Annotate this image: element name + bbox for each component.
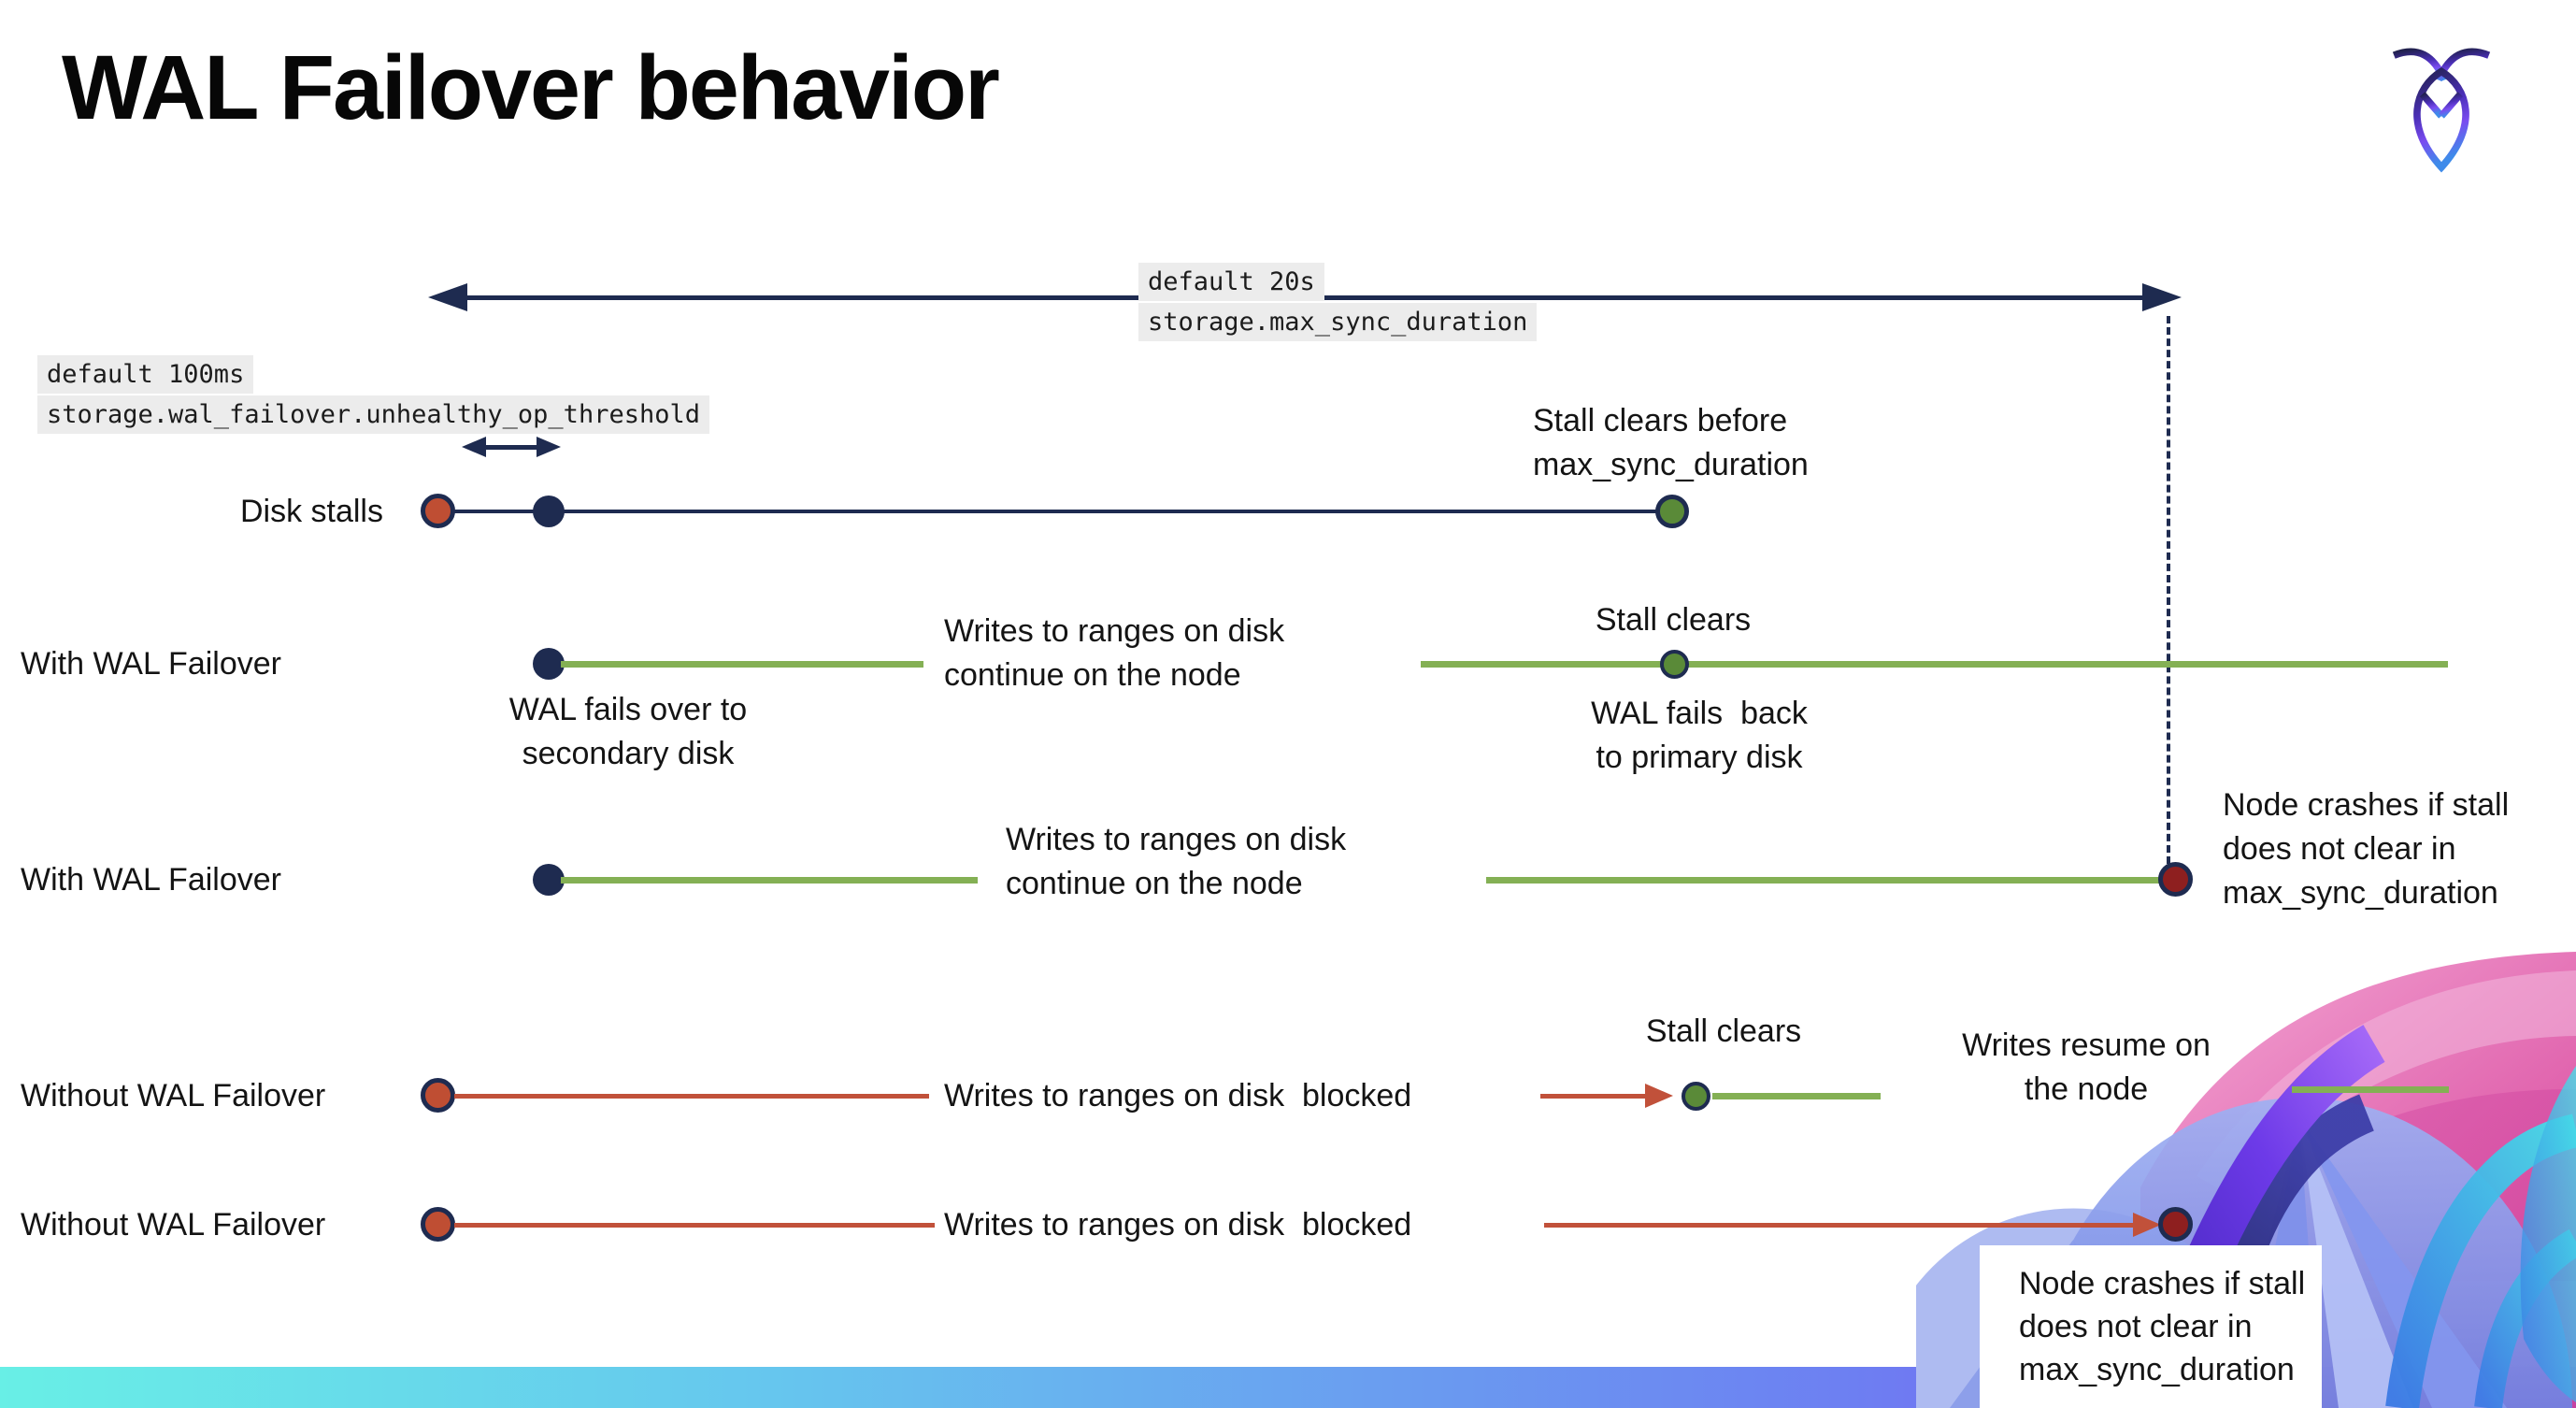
node-crash-dot-row3 [2158, 862, 2193, 897]
row-label-with-wal-failover-1: With WAL Failover [21, 646, 281, 682]
cockroach-logo-icon [2392, 48, 2491, 173]
max-sync-arrowhead-right [2142, 283, 2182, 311]
max-sync-default-label: default 20s [1138, 263, 1324, 301]
row4-stall-clears-note: Stall clears [1645, 1013, 1802, 1049]
max-sync-dashed-line [2167, 316, 2170, 864]
row5-red-line-a [454, 1223, 935, 1228]
failover-dot-row2 [533, 648, 565, 680]
row4-red-line-b [1540, 1094, 1647, 1099]
row2-green-line-b [1421, 661, 2448, 668]
row4-green-line-a [1712, 1093, 1881, 1099]
row5-red-arrowhead [2133, 1213, 2161, 1237]
row3-green-line-a [561, 877, 978, 884]
row4-blocked-note: Writes to ranges on disk blocked [944, 1078, 1412, 1113]
row4-green-line-b [2292, 1086, 2449, 1093]
stall-clears-dot-row1 [1655, 495, 1689, 528]
node-crash-dot-row5 [2158, 1207, 2193, 1242]
row-label-disk-stalls: Disk stalls [239, 494, 383, 529]
unhealthy-op-default-label: default 100ms [37, 355, 254, 394]
page-title: WAL Failover behavior [62, 36, 1000, 138]
threshold-arrowhead-left [462, 437, 486, 457]
row4-red-arrowhead [1645, 1084, 1673, 1108]
max-sync-setting-label: storage.max_sync_duration [1138, 303, 1538, 341]
stall-clears-dot-row2 [1660, 650, 1689, 679]
stall-start-dot-row4 [421, 1078, 455, 1113]
row3-green-line-b [1486, 877, 2175, 884]
disk-stall-start-dot [421, 494, 455, 528]
threshold-arrowhead-right [537, 437, 561, 457]
row-label-without-wal-failover-1: Without WAL Failover [21, 1078, 326, 1113]
failover-dot-row3 [533, 864, 565, 896]
stall-start-dot-row5 [421, 1207, 455, 1242]
max-sync-arrowhead-left [428, 283, 467, 311]
failover-threshold-dot [533, 496, 565, 527]
threshold-arrow-line [482, 445, 540, 450]
row2-stall-clears-note: Stall clears [1595, 602, 1752, 638]
disk-stalls-timeline [438, 510, 1672, 513]
unhealthy-op-setting-label: storage.wal_failover.unhealthy_op_thresh… [37, 395, 709, 434]
row5-blocked-note: Writes to ranges on disk blocked [944, 1207, 1412, 1243]
stall-clears-dot-row4 [1682, 1082, 1710, 1111]
row2-green-line-a [561, 661, 923, 668]
row-label-without-wal-failover-2: Without WAL Failover [21, 1207, 326, 1243]
row5-red-line-b [1544, 1223, 2135, 1228]
row4-red-line-a [454, 1094, 929, 1099]
row-label-with-wal-failover-2: With WAL Failover [21, 862, 281, 898]
